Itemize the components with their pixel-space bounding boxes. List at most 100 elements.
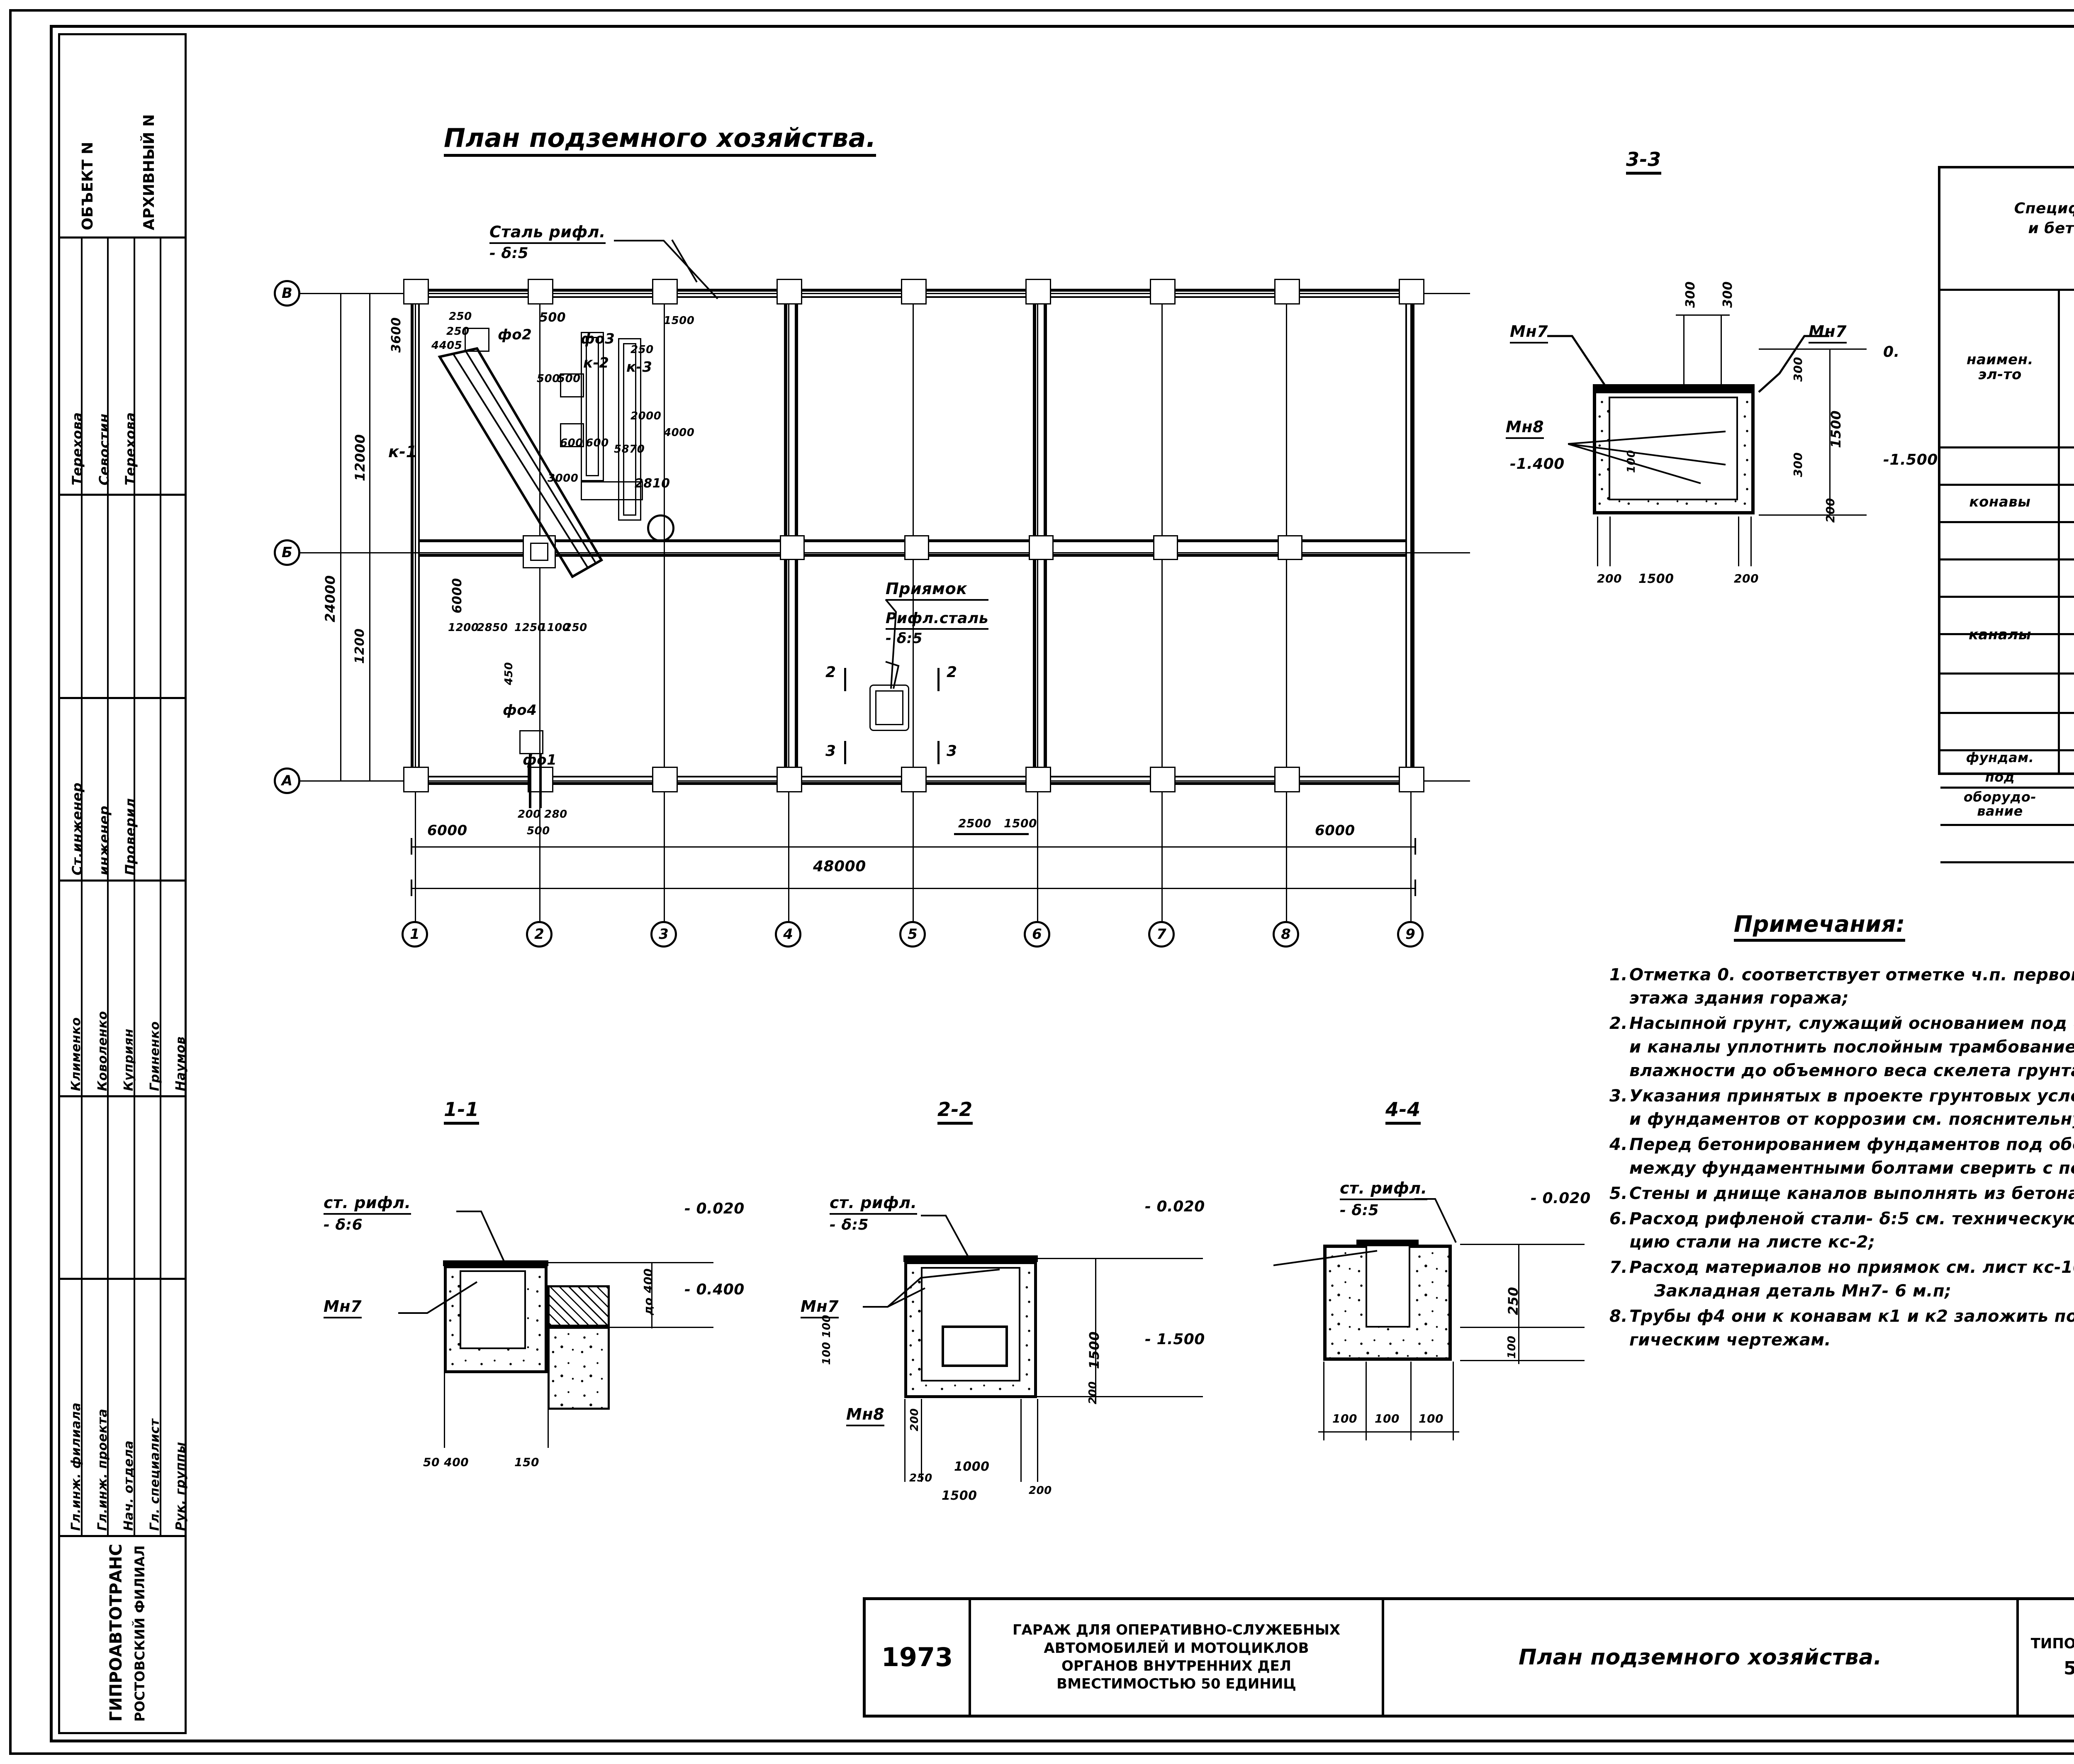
spec-header-name: наимен.эл-то bbox=[1966, 351, 2033, 383]
foundation-fo1-block bbox=[519, 730, 543, 754]
grid-bubble-col-4: 4 bbox=[775, 921, 801, 948]
grid-bubble-col-3: 3 bbox=[650, 921, 677, 948]
stamp-role-top-3: Проверил bbox=[122, 798, 138, 875]
stamp-org-line2: РОСТОВСКИЙ ФИЛИАЛ bbox=[132, 1545, 148, 1722]
dim-bay-last: 6000 bbox=[1315, 822, 1355, 839]
plan-drawing: В Б А bbox=[274, 224, 1493, 948]
leader-mn7-44 bbox=[1273, 1250, 1378, 1266]
level-1500-22: - 1.500 bbox=[1145, 1331, 1205, 1348]
leader-mn7-11 bbox=[398, 1281, 478, 1314]
leader-steel-22 bbox=[921, 1215, 971, 1262]
mark-k3-plan: к-3 bbox=[626, 359, 652, 375]
spec-group-1-name: конавы bbox=[1969, 494, 2031, 511]
steel-callout-22: ст. рифл. - δ:5 bbox=[830, 1194, 917, 1233]
level-1400-33: -1.400 bbox=[1510, 456, 1565, 473]
leader-steel-44 bbox=[1414, 1198, 1457, 1243]
callout-stal-rifl: Сталь рифл. - δ:5 bbox=[489, 223, 606, 262]
titleblock-project-cell: ТИПОВОЙ ПРОЕКТ 503-209 bbox=[2030, 1635, 2074, 1679]
note-item-5: 5.Стены и днище каналов выполнять из бет… bbox=[1609, 1184, 2074, 1203]
spec-g3-mark-3: фо3 bbox=[2060, 787, 2074, 824]
level-0020-22: - 0.020 bbox=[1145, 1198, 1205, 1215]
dim-24000: 24000 bbox=[322, 575, 338, 622]
steel-callout-44: ст. рифл. - δ:5 bbox=[1340, 1179, 1427, 1219]
level-0400-11: - 0.400 bbox=[684, 1281, 745, 1298]
title-block: 1973 ГАРАЖ ДЛЯ ОПЕРАТИВНО-СЛУЖЕБНЫХ АВТО… bbox=[863, 1597, 2074, 1718]
grid-bubble-row-A: А bbox=[274, 767, 300, 794]
section-2-2-title: 2-2 bbox=[937, 1099, 973, 1125]
note-item-2: 2.Насыпной грунт, служащий основанием по… bbox=[1609, 1014, 2074, 1080]
mark-fo1-plan: фо1 bbox=[523, 752, 557, 768]
spec-g3-mark-1: фо1 bbox=[2060, 712, 2074, 749]
specification-table: Спецификация монолитных железобетон. и б… bbox=[1938, 166, 2074, 863]
label-mn8-33: Мн8 bbox=[1506, 419, 1544, 439]
section-4-4: 4-4 ст. рифл. - δ:5 - 0.020 250 100 100 … bbox=[1273, 1099, 1626, 1498]
level-0020-44: - 0.020 bbox=[1531, 1190, 1591, 1207]
spec-g2-mark-1: к-3 bbox=[2060, 558, 2074, 596]
note-item-8: 8.Трубы ф4 они к конавам к1 и к2 заложит… bbox=[1609, 1306, 2074, 1350]
section-3-3: 3-3 Мн7 Мн7 Мн8 -1.400 0. -1.500 300 300… bbox=[1506, 148, 1938, 586]
section-1-1: 1-1 ст. рифл. - δ:6 Мн7 - 0.020 - 0.400 … bbox=[324, 1098, 745, 1469]
section-3-3-title: 3-3 bbox=[1626, 149, 1661, 175]
spec-g3-mark-4: фо4 bbox=[2060, 824, 2074, 861]
spec-header-mark: маркоэл-то bbox=[2060, 289, 2074, 446]
leader-mn7-22 bbox=[863, 1269, 1000, 1308]
section-2-2: 2-2 ст. рифл. - δ:5 Мн7 Мн8 100 100 - 0.… bbox=[801, 1098, 1205, 1503]
spec-g1-mark-2: к-2 bbox=[2060, 484, 2074, 521]
section-4-4-title: 4-4 bbox=[1385, 1099, 1421, 1125]
stamp-author-3: Терехова bbox=[122, 412, 138, 485]
notes-section: Примечания: 1.Отметка 0. соответствует о… bbox=[1609, 912, 2074, 1353]
label-mn7-22: Мн7 bbox=[801, 1298, 839, 1318]
spec-caption: Спецификация монолитных железобетон. и б… bbox=[2014, 200, 2074, 237]
spec-g1-mark-1: к-1 bbox=[2060, 446, 2074, 484]
grid-bubble-col-7: 7 bbox=[1148, 921, 1175, 948]
spec-group-2-name: каналы bbox=[1968, 626, 2032, 643]
grid-bubble-col-8: 8 bbox=[1273, 921, 1299, 948]
mark-fo4-plan: фо4 bbox=[503, 702, 537, 719]
level-0020-11: - 0.020 bbox=[684, 1200, 745, 1217]
note-item-3: 3.Указания принятых в проекте грунтовых … bbox=[1609, 1086, 2074, 1129]
stamp-role-bottom-5: Рук. группы bbox=[173, 1442, 188, 1531]
grid-bubble-col-1: 1 bbox=[402, 921, 428, 948]
grid-bubble-col-6: 6 bbox=[1024, 921, 1050, 948]
titleblock-drawing-name-cell: План подземного хозяйства. bbox=[1518, 1645, 1882, 1670]
mark-k1-plan: к-1 bbox=[388, 443, 417, 461]
sheet-frame-inner bbox=[50, 25, 2074, 1742]
dim-3600: 3600 bbox=[389, 317, 404, 353]
titleblock-year-cell: 1973 bbox=[881, 1642, 953, 1672]
grid-bubble-col-2: 2 bbox=[526, 921, 553, 948]
dim-12000: 12000 bbox=[352, 434, 368, 481]
sheet-frame-outer bbox=[9, 9, 2074, 1755]
note-item-7: 7.Расход материалов но приямок см. лист … bbox=[1609, 1258, 2074, 1301]
left-stamp-column: ОБЪЕКТ N АРХИВНЫЙ N Терехова Севостин Те… bbox=[58, 33, 188, 1734]
level-0-33: 0. bbox=[1883, 344, 1900, 361]
leader-mn8-33 bbox=[1568, 431, 1726, 484]
leader-steel-11 bbox=[456, 1211, 505, 1262]
callout-leader-1 bbox=[614, 239, 718, 300]
titleblock-object-cell: ГАРАЖ ДЛЯ ОПЕРАТИВНО-СЛУЖЕБНЫХ АВТОМОБИЛ… bbox=[1012, 1622, 1341, 1693]
spec-g3-mark-2: фо2 bbox=[2060, 749, 2074, 787]
leader-mn7-left-33 bbox=[1547, 335, 1611, 393]
dim-bay-first: 6000 bbox=[427, 822, 467, 839]
stamp-header-archive: АРХИВНЫЙ N bbox=[141, 114, 158, 230]
label-mn7-11: Мн7 bbox=[324, 1298, 362, 1318]
mark-fo3-plan: фо3 bbox=[581, 331, 615, 347]
notes-title: Примечания: bbox=[1734, 912, 1905, 942]
dim-1200: 1200 bbox=[353, 628, 367, 664]
label-mn8-22: Мн8 bbox=[846, 1406, 885, 1426]
callout-leader-priyamok bbox=[885, 599, 900, 689]
level-1500-33: -1.500 bbox=[1883, 451, 1938, 468]
grid-bubble-row-B: Б bbox=[274, 539, 300, 566]
steel-callout-11: ст. рифл. - δ:6 bbox=[324, 1194, 411, 1233]
section-1-1-title: 1-1 bbox=[444, 1099, 479, 1125]
foundation-fo2-block bbox=[465, 328, 489, 352]
callout-priyamok: Приямок Рифл.сталь - δ:5 bbox=[886, 580, 988, 647]
plan-title: План подземного хозяйства. bbox=[444, 124, 876, 157]
note-item-1: 1.Отметка 0. соответствует отметке ч.п. … bbox=[1609, 965, 2074, 1008]
spec-group-3-name: фундам. под оборудо- вание bbox=[1963, 749, 2037, 819]
dim-overall-length: 48000 bbox=[813, 858, 866, 875]
grid-bubble-col-5: 5 bbox=[899, 921, 926, 948]
mark-fo2-plan: фо2 bbox=[498, 326, 532, 343]
stamp-name-5: Наумов bbox=[173, 1036, 188, 1091]
leader-mn7-right-33 bbox=[1758, 335, 1829, 393]
